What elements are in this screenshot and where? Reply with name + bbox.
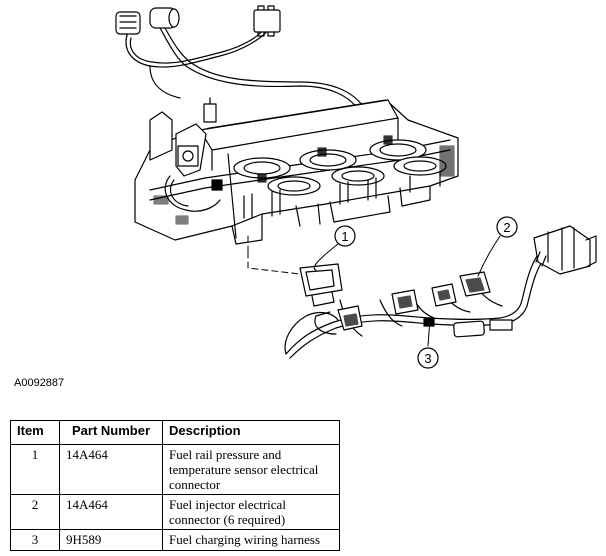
row-part-number: 14A464: [59, 494, 163, 530]
harness-connector-right: [253, 9, 281, 33]
fuel-rail-harness-illustration: 1 2 3: [115, 5, 597, 369]
callout-leaders: [247, 231, 501, 347]
row-part-number: 14A464: [59, 444, 163, 495]
sensor-connector-body: [299, 263, 343, 297]
header-description: Description: [162, 420, 340, 445]
fuel-rail-assembly: [134, 97, 459, 245]
pressure-sensor-body: [177, 145, 199, 167]
row-item: 1: [10, 444, 60, 495]
parts-table: Item Part Number Description 1 14A464 Fu…: [10, 420, 340, 551]
harness-connector-left: [115, 11, 141, 35]
upper-wiring-harness: [115, 5, 367, 113]
callout-2: 2: [496, 216, 518, 238]
row-part-number: 9H589: [59, 529, 163, 551]
figure-id: A0092887: [14, 377, 65, 389]
row-item: 3: [10, 529, 60, 551]
table-row: 3 9H589 Fuel charging wiring harness: [10, 529, 340, 551]
table-row: 2 14A464 Fuel injector electrical connec…: [10, 494, 340, 530]
row-description: Fuel injector electrical connector (6 re…: [162, 494, 340, 530]
row-description: Fuel rail pressure and temperature senso…: [162, 444, 340, 495]
fuel-charging-wiring-harness: [284, 225, 597, 359]
callout-1: 1: [334, 225, 356, 247]
callout-3: 3: [417, 347, 439, 369]
callout-3-label: 3: [424, 351, 431, 366]
row-item: 2: [10, 494, 60, 530]
callout-2-label: 2: [503, 220, 510, 235]
header-item: Item: [10, 420, 60, 445]
header-part-number: Part Number: [59, 420, 163, 445]
table-row: 1 14A464 Fuel rail pressure and temperat…: [10, 444, 340, 495]
table-header-row: Item Part Number Description: [10, 420, 340, 445]
row-description: Fuel charging wiring harness: [162, 529, 340, 551]
callout-1-label: 1: [341, 229, 348, 244]
